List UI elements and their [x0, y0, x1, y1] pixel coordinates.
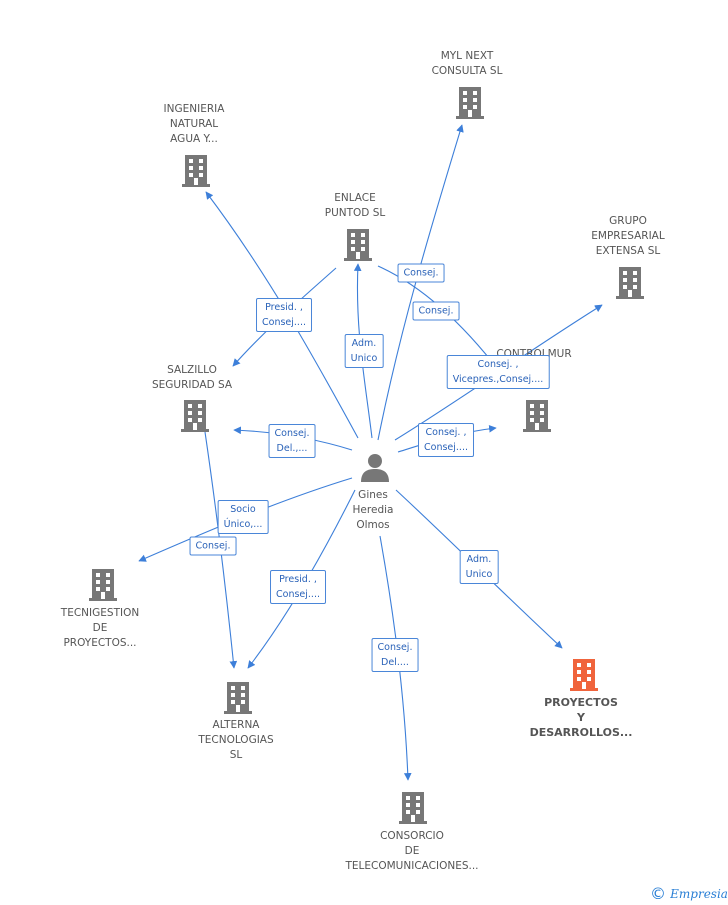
- edge-label-consej-vicepres[interactable]: Consej. , Vicepres.,Consej....: [446, 355, 550, 389]
- company-label-myl[interactable]: MYL NEXT CONSULTA SL: [431, 50, 503, 77]
- edge-label-adm-enlace[interactable]: Adm. Unico: [344, 334, 384, 368]
- edge-label-socio[interactable]: Socio Único,...: [217, 500, 269, 534]
- company-label-tecnigestion[interactable]: TECNIGESTION DE PROYECTOS...: [60, 607, 140, 649]
- brand-logo: © Empresia: [650, 884, 728, 903]
- edge-label-consej-enlace-ctrl[interactable]: Consej.: [412, 301, 460, 321]
- company-label-consorcio[interactable]: CONSORCIO DE TELECOMUNICACIONES...: [345, 830, 479, 872]
- person-icon: [361, 454, 389, 482]
- company-label-enlace[interactable]: ENLACE PUNTOD SL: [324, 192, 386, 219]
- building-icon-grupo: [616, 267, 644, 299]
- brand-name: Empresia: [670, 887, 728, 901]
- building-icon-salzillo: [181, 400, 209, 432]
- edge-label-consej-del-consorcio[interactable]: Consej. Del....: [371, 638, 419, 672]
- building-icon-controlmur: [523, 400, 551, 432]
- edge-label-consej-grupo[interactable]: Consej. , Consej....: [418, 423, 474, 457]
- copyright-icon: ©: [650, 884, 666, 903]
- company-label-ingenieria[interactable]: INGENIERIA NATURAL AGUA Y...: [163, 103, 225, 145]
- edge-label-consej-salz-alterna[interactable]: Consej.: [189, 536, 237, 556]
- company-label-salzillo[interactable]: SALZILLO SEGURIDAD SA: [151, 364, 233, 391]
- building-icon-tecnigestion: [89, 569, 117, 601]
- building-icon-ingenieria: [182, 155, 210, 187]
- building-icon-proyectos: [570, 659, 598, 691]
- edge-label-consej-myl[interactable]: Consej.: [397, 263, 445, 283]
- edge-label-presid[interactable]: Presid. , Consej....: [256, 298, 312, 332]
- building-icon-alterna: [224, 682, 252, 714]
- edge-label-adm-proyectos[interactable]: Adm. Unico: [459, 550, 499, 584]
- company-label-alterna[interactable]: ALTERNA TECNOLOGIAS SL: [198, 719, 274, 761]
- building-icon-consorcio: [399, 792, 427, 824]
- edge-label-presid-alterna[interactable]: Presid. , Consej....: [270, 570, 326, 604]
- edge-label-consej-del-salzillo[interactable]: Consej. Del.,...: [268, 424, 316, 458]
- company-label-proyectos[interactable]: PROYECTOS Y DESARROLLOS...: [529, 696, 633, 739]
- building-icon-enlace: [344, 229, 372, 261]
- company-label-grupo[interactable]: GRUPO EMPRESARIAL EXTENSA SL: [591, 215, 665, 257]
- person-name[interactable]: Gines Heredia Olmos: [352, 489, 394, 531]
- building-icon-myl: [456, 87, 484, 119]
- edge-center-myl: [377, 124, 464, 441]
